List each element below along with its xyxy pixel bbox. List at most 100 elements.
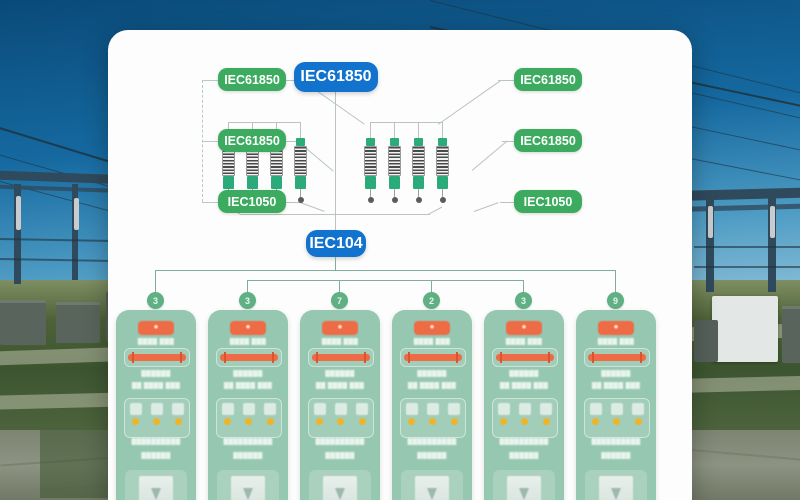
card-meter-box-6[interactable]: [584, 348, 650, 367]
card-meter-box-3[interactable]: [308, 348, 374, 367]
device-icon: [313, 403, 326, 415]
card-indicator-5c[interactable]: [540, 403, 553, 425]
card-indicator-6a[interactable]: [589, 403, 602, 425]
card-indicator-2b[interactable]: [242, 403, 255, 425]
card-node-badge-4[interactable]: 2: [423, 292, 440, 309]
device-card-1[interactable]: ⏺ ████ ███ ██████ ██ ████ ███ ██████████…: [116, 310, 196, 500]
card-indicator-box-2[interactable]: [216, 398, 282, 438]
transformer: [694, 320, 718, 362]
device-card-5[interactable]: ⏺ ████ ███ ██████ ██ ████ ███ ██████████…: [484, 310, 564, 500]
insulator-cap: [414, 138, 423, 146]
card-status-pill-1: ⏺: [138, 321, 174, 335]
status-led: [592, 418, 600, 425]
connector-line: [498, 80, 514, 82]
card-node-badge-5[interactable]: 3: [515, 292, 532, 309]
card-indicator-4c[interactable]: [448, 403, 461, 425]
card-indicator-box-1[interactable]: [124, 398, 190, 438]
card-indicator-1b[interactable]: [150, 403, 163, 425]
bus-trunk-line: [335, 214, 337, 230]
card-title-3: ████ ███: [321, 338, 359, 345]
connector-line: [500, 202, 514, 204]
device-icon: [356, 403, 369, 415]
rail-drop: [300, 122, 302, 138]
status-led: [132, 418, 140, 425]
card-subtitle-2a: ██████: [233, 370, 263, 377]
card-indicator-6b[interactable]: [610, 403, 623, 425]
device-image: [231, 476, 265, 500]
post-insulator: [74, 198, 79, 230]
card-node-badge-6[interactable]: 9: [607, 292, 624, 309]
card-meter-bar-1: [128, 352, 186, 363]
card-node-badge-3[interactable]: 7: [331, 292, 348, 309]
device-icon: [610, 403, 623, 415]
bus-node-iec104[interactable]: IEC104: [306, 230, 366, 257]
right-chip-3[interactable]: IEC1050: [514, 190, 582, 213]
insulator-block: [365, 176, 376, 189]
card-caption-3b: ██████: [325, 452, 355, 459]
pavement-line: [40, 430, 110, 498]
card-indicator-box-5[interactable]: [492, 398, 558, 438]
device-icon: [334, 403, 347, 415]
status-led: [450, 418, 458, 425]
connector-line: [286, 202, 300, 204]
card-meter-box-5[interactable]: [492, 348, 558, 367]
card-indicator-box-3[interactable]: [308, 398, 374, 438]
device-icon: [426, 403, 439, 415]
card-status-pill-4: ⏺: [414, 321, 450, 335]
card-indicator-3c[interactable]: [356, 403, 369, 425]
left-chip-3[interactable]: IEC1050: [218, 190, 286, 213]
card-meter-box-2[interactable]: [216, 348, 282, 367]
insulator-terminal: [439, 197, 446, 203]
card-meter-box-4[interactable]: [400, 348, 466, 367]
tree-drop: [431, 280, 433, 294]
right-chip-1[interactable]: IEC61850: [514, 68, 582, 91]
insulator-barrel: [364, 146, 377, 176]
card-indicator-2c[interactable]: [264, 403, 277, 425]
card-device-photo-5: [493, 470, 555, 500]
yard-building: [782, 306, 800, 363]
connector-line: [473, 202, 499, 213]
device-icon: [518, 403, 531, 415]
card-subtitle-5a: ██████: [509, 370, 539, 377]
device-card-4[interactable]: ⏺ ████ ███ ██████ ██ ████ ███ ██████████…: [392, 310, 472, 500]
device-card-3[interactable]: ⏺ ████ ███ ██████ ██ ████ ███ ██████████…: [300, 310, 380, 500]
card-indicator-1c[interactable]: [172, 403, 185, 425]
tree-drop: [339, 280, 341, 294]
card-status-pill-3: ⏺: [322, 321, 358, 335]
card-indicator-3a[interactable]: [313, 403, 326, 425]
status-led: [521, 418, 529, 425]
insulator-cap: [390, 138, 399, 146]
device-card-6[interactable]: ⏺ ████ ███ ██████ ██ ████ ███ ██████████…: [576, 310, 656, 500]
card-indicator-4a[interactable]: [405, 403, 418, 425]
card-subtitle-3a: ██████: [325, 370, 355, 377]
left-chip-2[interactable]: IEC61850: [218, 129, 286, 152]
yard-building: [56, 302, 100, 343]
right-chip-2[interactable]: IEC61850: [514, 129, 582, 152]
card-node-badge-1[interactable]: 3: [147, 292, 164, 309]
status-led: [408, 418, 416, 425]
right-chip-1-label: IEC61850: [520, 72, 576, 87]
card-meter-box-1[interactable]: [124, 348, 190, 367]
card-caption-4a: ██████████: [407, 438, 457, 445]
card-indicator-5a[interactable]: [497, 403, 510, 425]
card-indicator-1a[interactable]: [129, 403, 142, 425]
card-indicator-3b[interactable]: [334, 403, 347, 425]
status-led: [153, 418, 161, 425]
card-subtitle-4b: ██ ████ ███: [407, 382, 457, 389]
left-chip-1[interactable]: IEC61850: [218, 68, 286, 91]
card-device-photo-4: [401, 470, 463, 500]
card-indicator-5b[interactable]: [518, 403, 531, 425]
card-indicator-4b[interactable]: [426, 403, 439, 425]
card-indicator-box-6[interactable]: [584, 398, 650, 438]
root-node-iec61850[interactable]: IEC61850: [294, 62, 378, 92]
rail-drop: [442, 122, 444, 138]
device-card-2[interactable]: ⏺ ████ ███ ██████ ██ ████ ███ ██████████…: [208, 310, 288, 500]
insulator-block: [223, 176, 234, 189]
rail-drop: [370, 122, 372, 138]
card-indicator-box-4[interactable]: [400, 398, 466, 438]
insulator-terminal: [415, 197, 422, 203]
card-node-badge-2[interactable]: 3: [239, 292, 256, 309]
card-indicator-2a[interactable]: [221, 403, 234, 425]
card-indicator-6c[interactable]: [632, 403, 645, 425]
status-led: [429, 418, 437, 425]
